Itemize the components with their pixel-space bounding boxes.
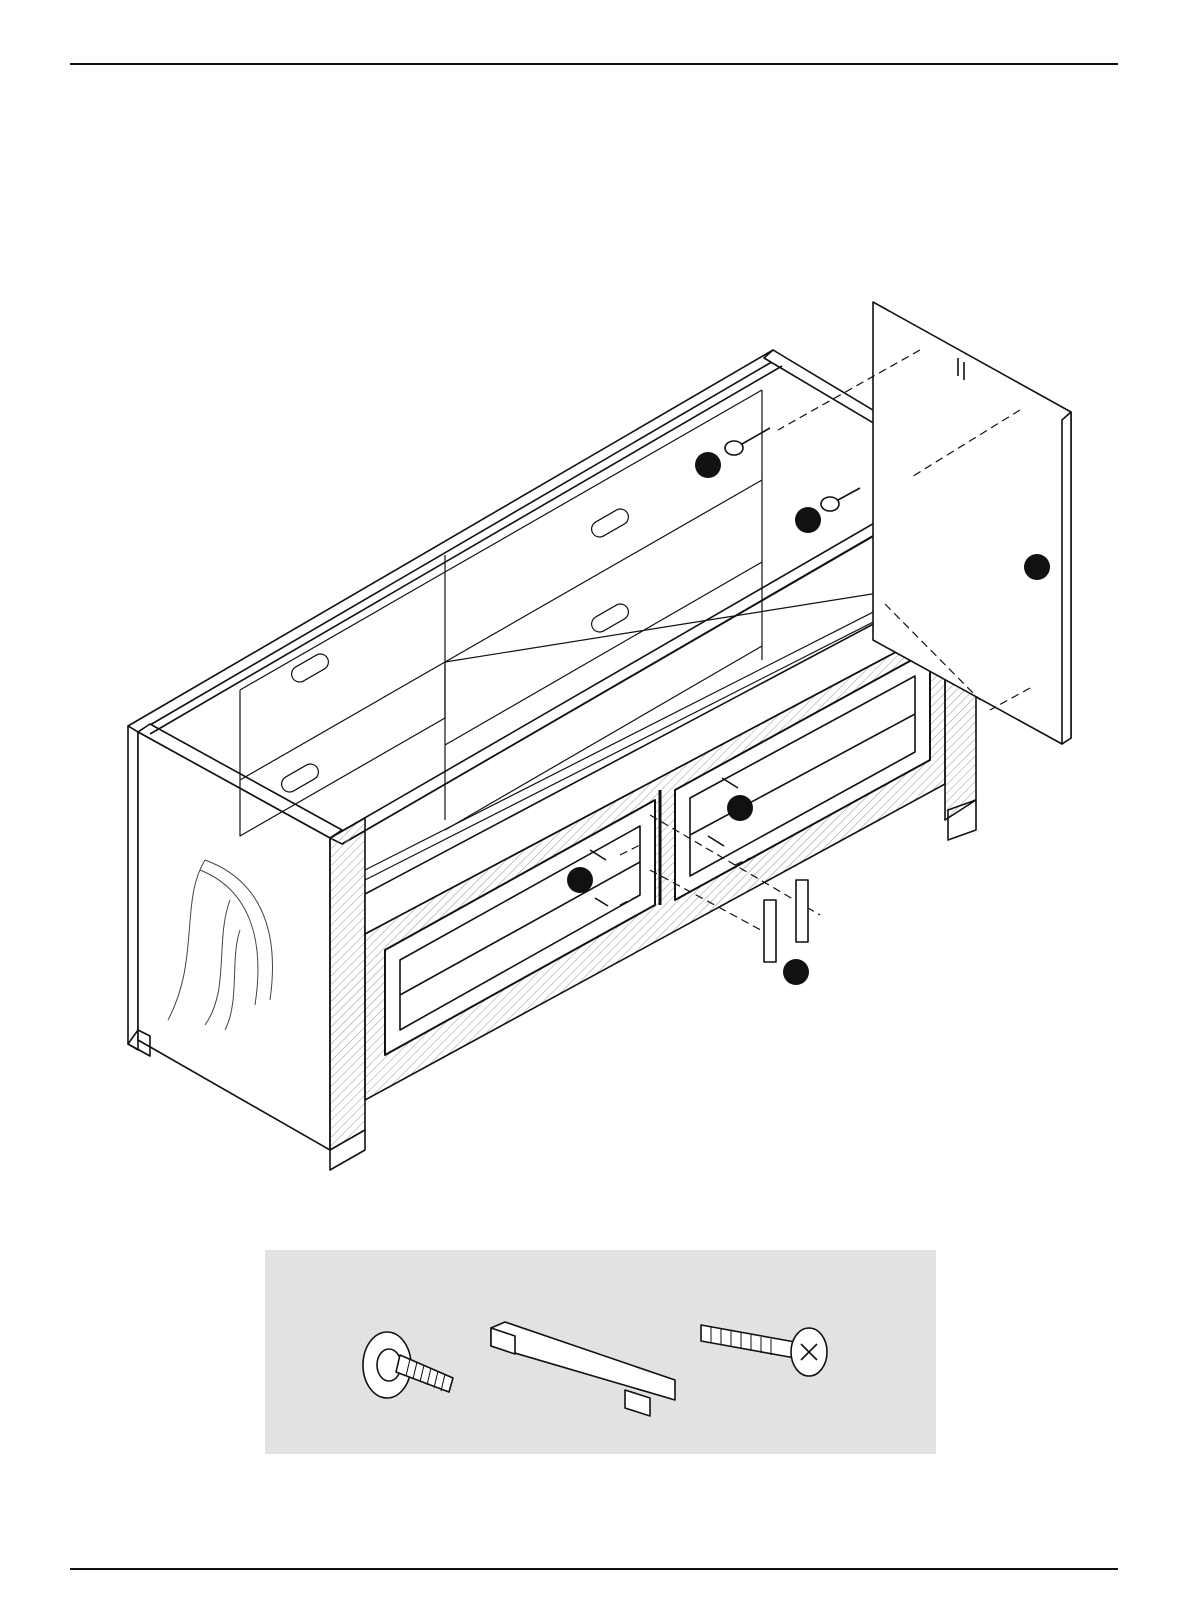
callout-door-screw-right [727, 795, 753, 821]
callout-leveler-upper [695, 452, 721, 478]
callout-handle [783, 959, 809, 985]
callout-door-screw-left [567, 867, 593, 893]
callout-leveler-lower [795, 507, 821, 533]
callout-back-panel [1024, 554, 1050, 580]
hardware-panel [265, 1250, 936, 1454]
leveling-foot-icon [363, 1332, 453, 1398]
leveling-feet [725, 428, 860, 511]
handle-screw-icon [701, 1325, 827, 1376]
door-handle-icon [491, 1322, 675, 1416]
footer-rule [70, 1568, 1118, 1570]
door-handles [764, 880, 808, 962]
